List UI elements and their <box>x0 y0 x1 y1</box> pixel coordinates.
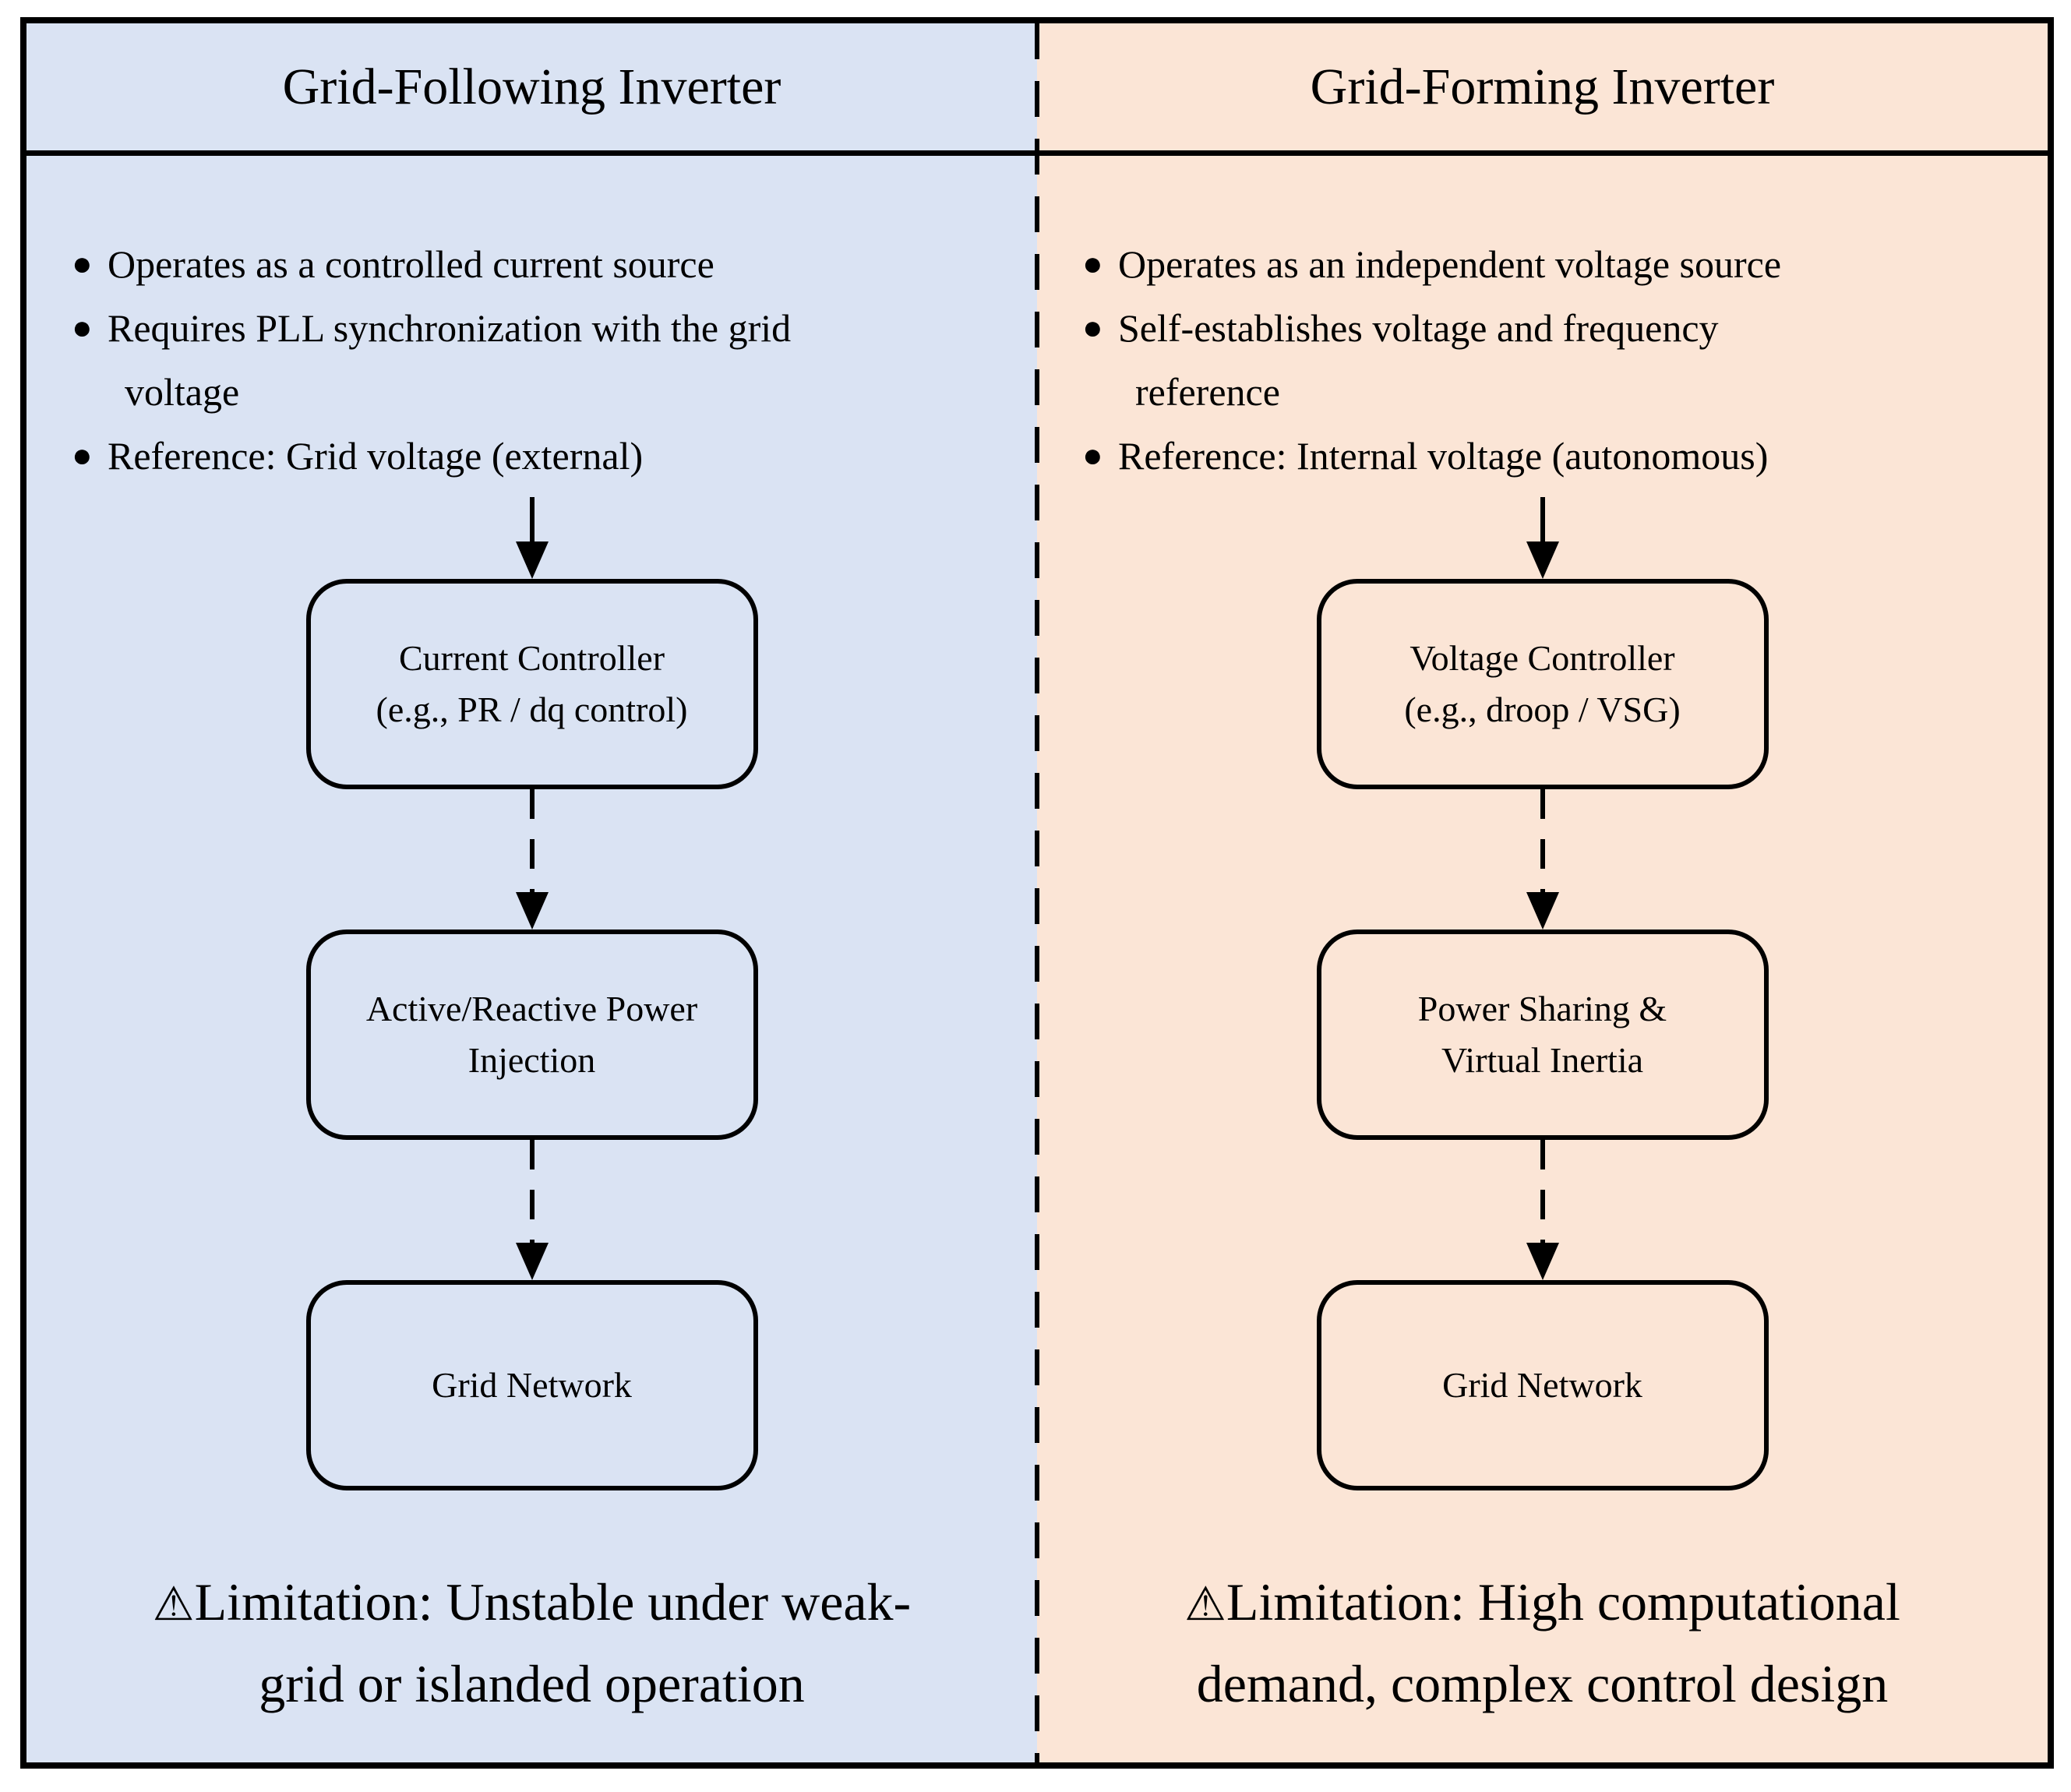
list-item: ● Self-establishes voltage and frequency… <box>1082 296 2024 424</box>
arrowhead-icon <box>1526 1243 1559 1280</box>
bullet-icon: ● <box>72 436 93 474</box>
column-grid-forming: ● Operates as an independent voltage sou… <box>1037 156 2048 1762</box>
node-grid-network: Grid Network <box>305 1280 758 1490</box>
node-label: Voltage Controller <box>1409 638 1675 678</box>
bullet-text: Requires PLL synchronization with the gr… <box>108 306 792 350</box>
header-grid-following: Grid-Following Inverter <box>26 23 1037 150</box>
bullet-text-wrap: reference <box>1135 370 1280 414</box>
warning-icon: ⚠ <box>1184 1577 1226 1631</box>
node-label: Active/Reactive Power <box>365 989 698 1028</box>
flowchart-grid-forming: Voltage Controller (e.g., droop / VSG) P… <box>1037 497 2048 1490</box>
limitation-note: ⚠Limitation: Unstable under weak- grid o… <box>26 1562 1037 1723</box>
node-current-controller: Current Controller (e.g., PR / dq contro… <box>305 579 758 789</box>
bullet-list: ● Operates as a controlled current sourc… <box>72 232 1014 488</box>
column-title: Grid-Forming Inverter <box>1310 58 1775 115</box>
limitation-line: ⚠Limitation: High computational <box>1037 1562 2048 1644</box>
node-grid-network: Grid Network <box>1316 1280 1769 1490</box>
bullet-text: Reference: Grid voltage (external) <box>108 434 644 478</box>
arrowhead-icon <box>1526 892 1559 930</box>
node-voltage-controller: Voltage Controller (e.g., droop / VSG) <box>1316 579 1769 789</box>
content-row: ● Operates as a controlled current sourc… <box>26 156 2048 1762</box>
arrow-shaft <box>1540 1140 1545 1243</box>
node-sublabel: Virtual Inertia <box>1441 1040 1644 1080</box>
arrow-shaft <box>1540 789 1545 892</box>
arrow-shaft <box>529 497 535 541</box>
list-item: ● Reference: Internal voltage (autonomou… <box>1082 424 2024 488</box>
header-row: Grid-Following Inverter Grid-Forming Inv… <box>26 23 2048 156</box>
down-arrow-dashed <box>1526 1140 1559 1280</box>
arrowhead-icon <box>515 892 549 930</box>
node-sublabel: Injection <box>467 1040 596 1080</box>
column-title: Grid-Following Inverter <box>282 58 781 115</box>
down-arrow-dashed <box>1526 789 1559 930</box>
node-label: Power Sharing & <box>1417 989 1667 1028</box>
limitation-text: Limitation: Unstable under weak- <box>194 1572 912 1631</box>
down-arrow-solid <box>515 497 549 579</box>
node-label: Grid Network <box>1442 1365 1642 1405</box>
bullet-list: ● Operates as an independent voltage sou… <box>1082 232 2024 488</box>
down-arrow-dashed <box>515 1140 549 1280</box>
limitation-text: grid or islanded operation <box>259 1654 805 1713</box>
arrowhead-icon <box>515 541 549 579</box>
comparison-diagram: Grid-Following Inverter Grid-Forming Inv… <box>20 17 2054 1769</box>
bullet-text-wrap: voltage <box>125 370 240 414</box>
list-item: ● Requires PLL synchronization with the … <box>72 296 1014 424</box>
bullet-icon: ● <box>72 309 93 347</box>
limitation-line: ⚠Limitation: Unstable under weak- <box>26 1562 1037 1644</box>
bullet-icon: ● <box>72 245 93 283</box>
limitation-text: Limitation: High computational <box>1226 1572 1900 1631</box>
arrow-shaft <box>1540 497 1545 541</box>
column-grid-following: ● Operates as a controlled current sourc… <box>26 156 1037 1762</box>
node-power-sharing: Power Sharing & Virtual Inertia <box>1316 930 1769 1140</box>
down-arrow-solid <box>1526 497 1559 579</box>
header-grid-forming: Grid-Forming Inverter <box>1037 23 2048 150</box>
arrow-shaft <box>529 1140 535 1243</box>
arrowhead-icon <box>515 1243 549 1280</box>
down-arrow-dashed <box>515 789 549 930</box>
node-sublabel: (e.g., PR / dq control) <box>376 690 688 729</box>
limitation-text: demand, complex control design <box>1196 1654 1889 1713</box>
node-label: Current Controller <box>398 638 665 678</box>
bullet-text: Operates as a controlled current source <box>108 242 714 286</box>
list-item: ● Reference: Grid voltage (external) <box>72 424 1014 488</box>
node-label: Grid Network <box>432 1365 632 1405</box>
arrow-shaft <box>529 789 535 892</box>
arrowhead-icon <box>1526 541 1559 579</box>
node-sublabel: (e.g., droop / VSG) <box>1404 690 1681 729</box>
bullet-icon: ● <box>1082 245 1103 283</box>
bullet-icon: ● <box>1082 309 1103 347</box>
bullet-icon: ● <box>1082 436 1103 474</box>
flowchart-grid-following: Current Controller (e.g., PR / dq contro… <box>26 497 1037 1490</box>
warning-icon: ⚠ <box>152 1577 195 1631</box>
bullet-text: Operates as an independent voltage sourc… <box>1118 242 1782 286</box>
limitation-note: ⚠Limitation: High computational demand, … <box>1037 1562 2048 1723</box>
bullet-text: Self-establishes voltage and frequency <box>1118 306 1719 350</box>
bullet-text: Reference: Internal voltage (autonomous) <box>1118 434 1769 478</box>
list-item: ● Operates as an independent voltage sou… <box>1082 232 2024 296</box>
node-power-injection: Active/Reactive Power Injection <box>305 930 758 1140</box>
list-item: ● Operates as a controlled current sourc… <box>72 232 1014 296</box>
